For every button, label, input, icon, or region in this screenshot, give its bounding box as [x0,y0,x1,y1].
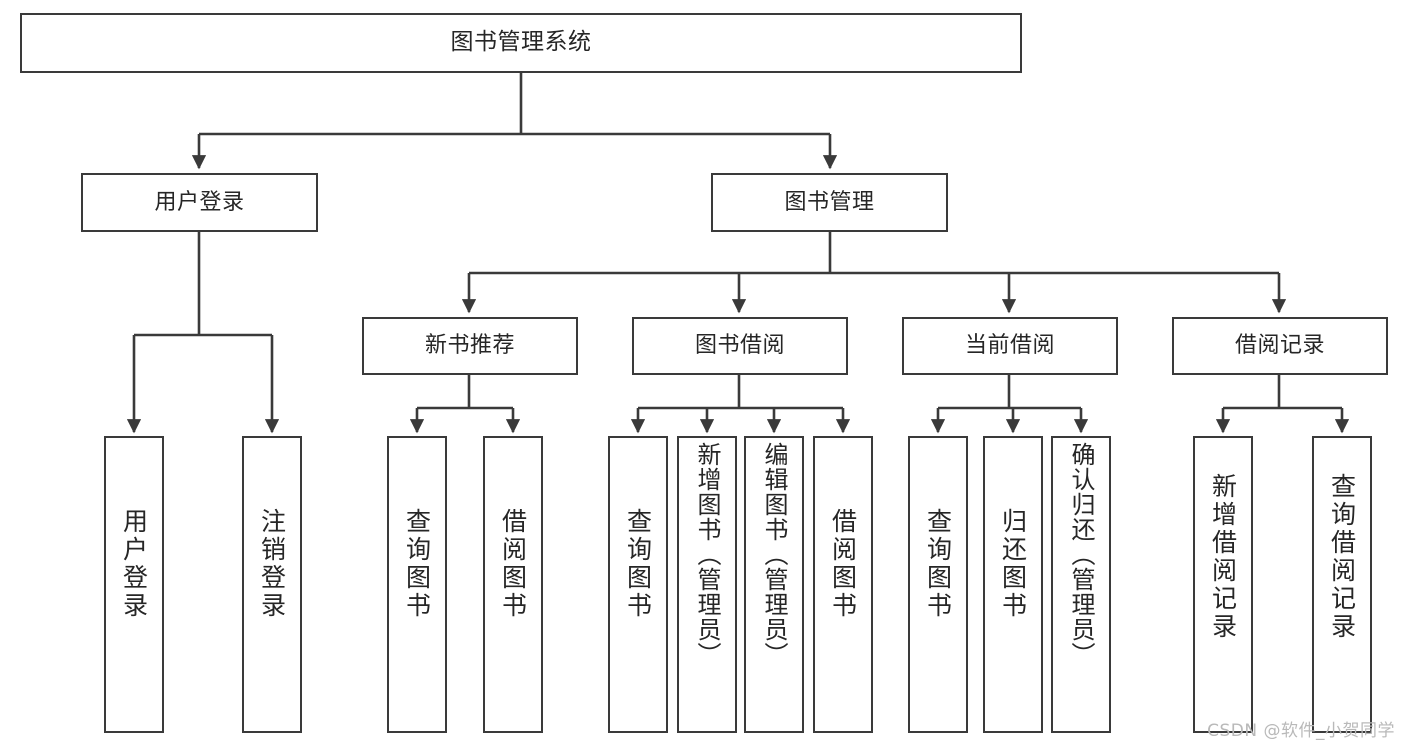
node-label: 用户登录 [154,189,245,215]
leaf-new-book-query[interactable]: 查询图书 [387,436,447,733]
leaf-book-borrow-add[interactable]: 新增图书（管理员） [677,436,737,733]
leaf-current-borrow-return[interactable]: 归还图书 [983,436,1043,733]
leaf-current-borrow-confirm-return[interactable]: 确认归还（管理员） [1051,436,1111,733]
node-label: 新书推荐 [424,333,515,359]
node-new-book-recommend[interactable]: 新书推荐 [362,317,578,375]
node-label: 用户登录 [119,508,149,620]
leaf-book-borrow-edit[interactable]: 编辑图书（管理员） [744,436,804,733]
leaf-book-borrow-borrow[interactable]: 借阅图书 [813,436,873,733]
leaf-current-borrow-query[interactable]: 查询图书 [908,436,968,733]
leaf-book-borrow-query[interactable]: 查询图书 [608,436,668,733]
node-label: 借阅图书 [828,508,858,620]
node-label: 查询图书 [623,508,653,620]
node-label: 新增借阅记录 [1208,473,1238,641]
node-borrow-record[interactable]: 借阅记录 [1172,317,1388,375]
node-label: 归还图书 [998,508,1028,620]
node-label: 确认归还（管理员） [1067,442,1095,667]
node-label: 查询借阅记录 [1327,473,1357,641]
node-label: 图书借阅 [694,333,785,359]
node-label: 编辑图书（管理员） [760,442,788,667]
leaf-borrow-record-add[interactable]: 新增借阅记录 [1193,436,1253,733]
node-current-borrow[interactable]: 当前借阅 [902,317,1118,375]
node-label: 借阅图书 [498,508,528,620]
node-book-borrow[interactable]: 图书借阅 [632,317,848,375]
node-label: 当前借阅 [964,333,1055,359]
node-book-management[interactable]: 图书管理 [711,173,948,232]
leaf-user-login-logout[interactable]: 注销登录 [242,436,302,733]
leaf-borrow-record-query[interactable]: 查询借阅记录 [1312,436,1372,733]
node-label: 查询图书 [923,508,953,620]
node-label: 图书管理系统 [450,29,592,56]
node-root-system[interactable]: 图书管理系统 [20,13,1022,73]
node-user-login[interactable]: 用户登录 [81,173,318,232]
node-label: 图书管理 [784,189,875,215]
node-label: 借阅记录 [1234,333,1325,359]
watermark-csdn: CSDN @软件_小贺同学 [1207,721,1395,741]
node-label: 注销登录 [257,508,287,620]
node-label: 查询图书 [402,508,432,620]
leaf-user-login-login[interactable]: 用户登录 [104,436,164,733]
node-label: 新增图书（管理员） [693,442,721,667]
leaf-new-book-borrow[interactable]: 借阅图书 [483,436,543,733]
